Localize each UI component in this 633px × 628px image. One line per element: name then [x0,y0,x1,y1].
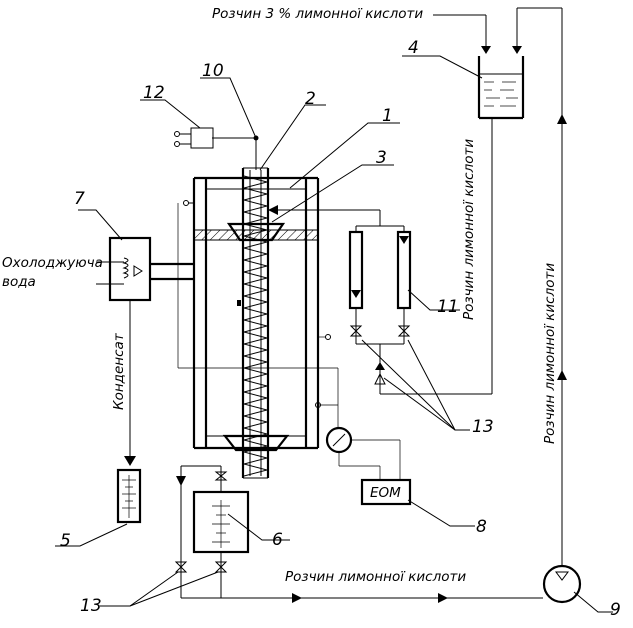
callout-2: 2 [305,89,316,109]
callout-6: 6 [272,530,283,550]
sensor-lines [177,200,401,480]
callout-13-right: 13 [472,417,494,437]
condenser-7 [96,236,194,466]
callout-8: 8 [476,517,487,537]
receiver-5 [116,468,142,524]
callout-5: 5 [60,531,71,551]
callout-10: 10 [202,61,224,81]
callout-13-left: 13 [80,596,102,616]
callout-3: 3 [376,148,387,168]
column-vessel [192,176,320,452]
cooling-water-label-1: Охолоджуюча [2,255,103,271]
top-feed-label: Розчин 3 % лимонної кислоти [212,6,423,22]
condensate-label: Конденсат [111,332,127,410]
citric-far-right-vertical-label: Розчин лимонної кислоти [542,263,558,444]
bottom-valves-13 [174,561,543,599]
computer-label: ЕОМ [370,485,401,501]
callout-4: 4 [408,38,419,58]
transducer-12 [174,127,214,149]
central-tube-with-coil [241,167,270,479]
citric-right-vertical-label: Розчин лимонної кислоти [461,139,477,320]
computer-8: ЕОМ [360,478,412,506]
callout-7: 7 [74,189,85,209]
feed-tank-4 [380,7,562,395]
callout-12: 12 [143,83,165,103]
citric-bottom-label: Розчин лимонної кислоти [285,569,466,585]
rotameters-11 [268,205,412,394]
vessel-6 [192,490,250,554]
callout-11: 11 [437,297,459,317]
outlet-valve [176,465,228,598]
cooling-water-label-2: вода [2,274,36,290]
callout-9: 9 [610,600,621,620]
callout-1: 1 [382,106,393,126]
leader-lines [55,55,613,613]
pump-9 [542,8,582,604]
sensor-rod [212,135,259,170]
helical-coil [242,175,269,477]
